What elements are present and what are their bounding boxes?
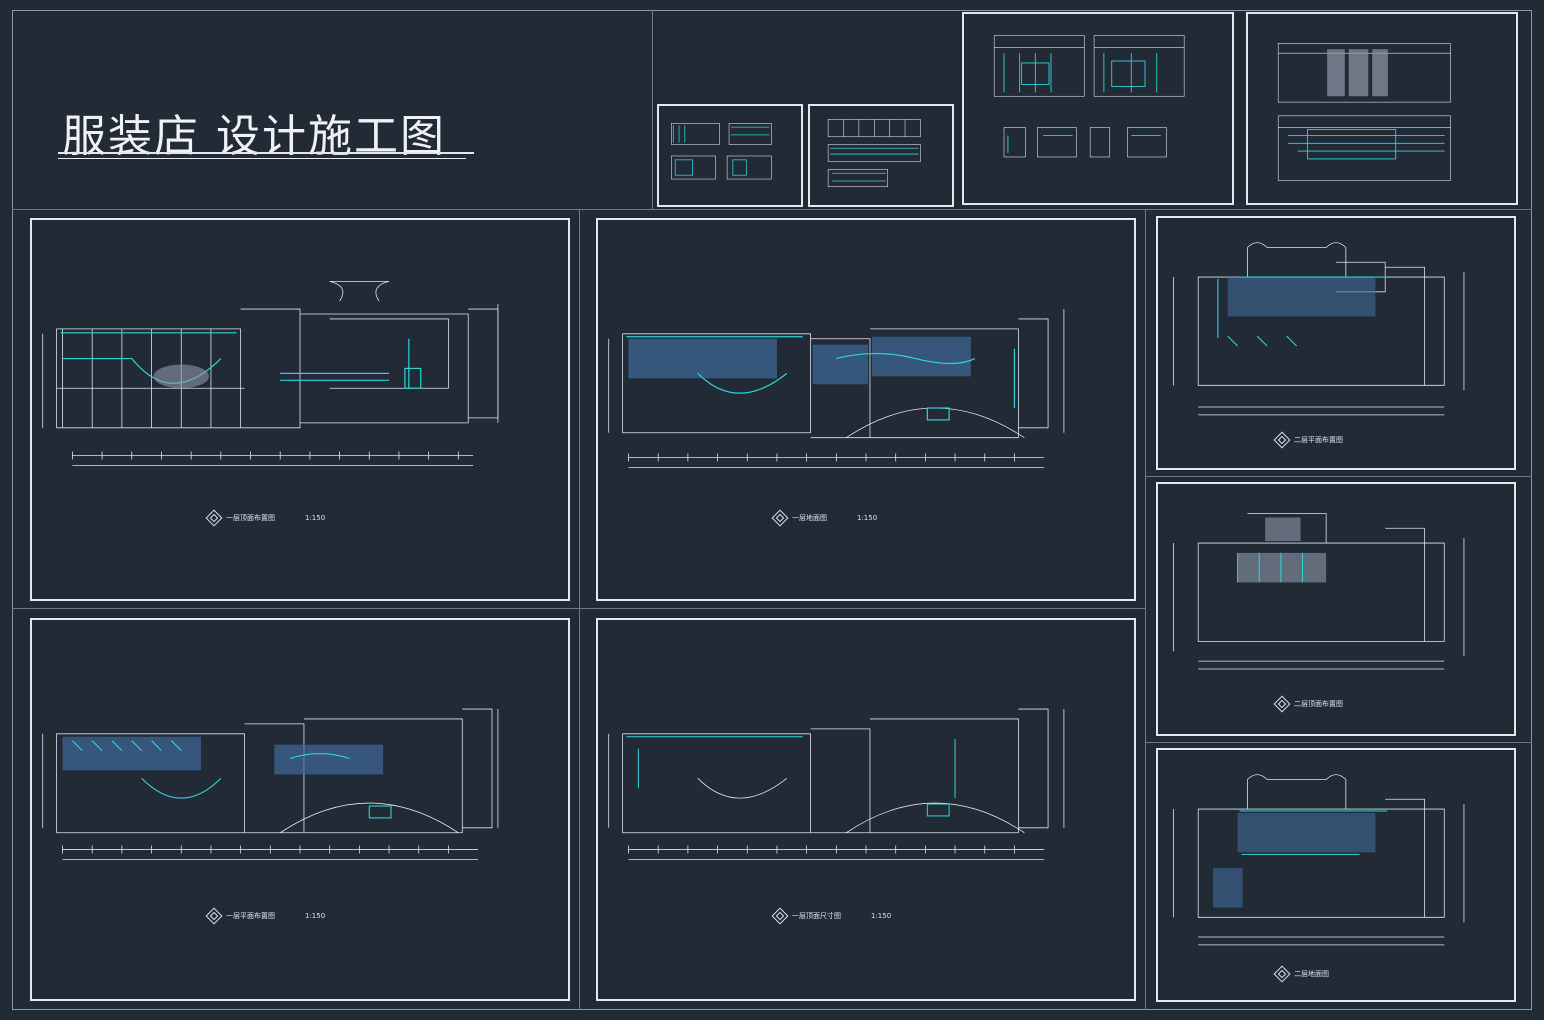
thumbnail-sheet-elevations-a[interactable] <box>657 104 803 207</box>
divider-h-top <box>12 209 1532 210</box>
floor1-layout-plan-drawing <box>42 708 499 860</box>
divider-v-right <box>1145 209 1146 1010</box>
divider-h-right2 <box>1145 742 1532 743</box>
sheet-scale: 1:150 <box>305 514 326 522</box>
sheet-title-floor1-floor-plan: 一层地面图 1:150 <box>771 509 878 527</box>
floor2-ceiling-plan-drawing <box>1173 513 1465 670</box>
sheet-floor1-layout-plan[interactable]: 一层平面布置图 1:150 <box>30 618 570 1001</box>
sheet-floor1-ceiling-dimension-plan[interactable]: 一层顶面尺寸图 1:150 <box>596 618 1136 1001</box>
floor1-ceiling-dimension-drawing <box>608 708 1065 860</box>
sheet-title-floor2-layout-plan: 二层平面布置图 <box>1273 431 1343 449</box>
section-marker-icon <box>1273 965 1291 983</box>
title-underline-1 <box>58 152 474 154</box>
sheet-floor2-floor-plan[interactable]: 二层地面图 <box>1156 748 1516 1002</box>
sheet-floor1-ceiling-plan[interactable]: 一层顶面布置图 1:150 <box>30 218 570 601</box>
section-marker-icon <box>205 509 223 527</box>
sheet-floor1-floor-plan[interactable]: 一层地面图 1:150 <box>596 218 1136 601</box>
thumbnail-drawing <box>1277 43 1451 181</box>
sheet-name: 二层地面图 <box>1294 970 1329 978</box>
floor1-ceiling-plan-drawing <box>42 280 499 466</box>
section-marker-icon <box>205 907 223 925</box>
sheet-scale: 1:150 <box>871 912 892 920</box>
section-marker-icon <box>1273 431 1291 449</box>
divider-v-left <box>579 209 580 1010</box>
section-marker-icon <box>1273 695 1291 713</box>
sheet-title-floor1-ceiling-dimension-plan: 一层顶面尺寸图 1:150 <box>771 907 892 925</box>
thumbnail-drawing <box>993 35 1185 158</box>
divider-h-right1 <box>1145 476 1532 477</box>
section-marker-icon <box>771 509 789 527</box>
sheet-name: 一层平面布置图 <box>226 912 275 920</box>
floor2-floor-plan-drawing <box>1173 774 1465 946</box>
thumbnail-drawing <box>827 119 921 188</box>
sheet-title-floor1-ceiling-plan: 一层顶面布置图 1:150 <box>205 509 326 527</box>
drawing-border <box>12 10 1532 1010</box>
sheet-name: 一层顶面布置图 <box>226 514 275 522</box>
sheet-name: 一层顶面尺寸图 <box>792 912 841 920</box>
title-underline-2 <box>58 158 466 159</box>
sheet-scale: 1:150 <box>305 912 326 920</box>
sheet-title-floor2-ceiling-plan: 二层顶面布置图 <box>1273 695 1343 713</box>
sheet-title-floor2-floor-plan: 二层地面图 <box>1273 965 1329 983</box>
sheet-floor2-ceiling-plan[interactable]: 二层顶面布置图 <box>1156 482 1516 736</box>
thumbnail-sheet-elevations-c[interactable] <box>962 12 1234 205</box>
sheet-scale: 1:150 <box>857 514 878 522</box>
sheet-floor2-layout-plan[interactable]: 二层平面布置图 <box>1156 216 1516 470</box>
sheet-name: 二层平面布置图 <box>1294 436 1343 444</box>
sheet-name: 二层顶面布置图 <box>1294 700 1343 708</box>
sheet-title-floor1-layout-plan: 一层平面布置图 1:150 <box>205 907 326 925</box>
section-marker-icon <box>771 907 789 925</box>
divider-v-top1 <box>652 10 653 209</box>
thumbnail-sheet-elevations-d[interactable] <box>1246 12 1518 205</box>
sheet-name: 一层地面图 <box>792 514 827 522</box>
thumbnail-drawing <box>671 123 772 180</box>
drawing-title: 服装店 设计施工图 <box>62 111 446 162</box>
floor1-floor-plan-drawing <box>608 309 1065 468</box>
floor2-layout-plan-drawing <box>1173 242 1465 416</box>
thumbnail-sheet-elevations-b[interactable] <box>808 104 954 207</box>
